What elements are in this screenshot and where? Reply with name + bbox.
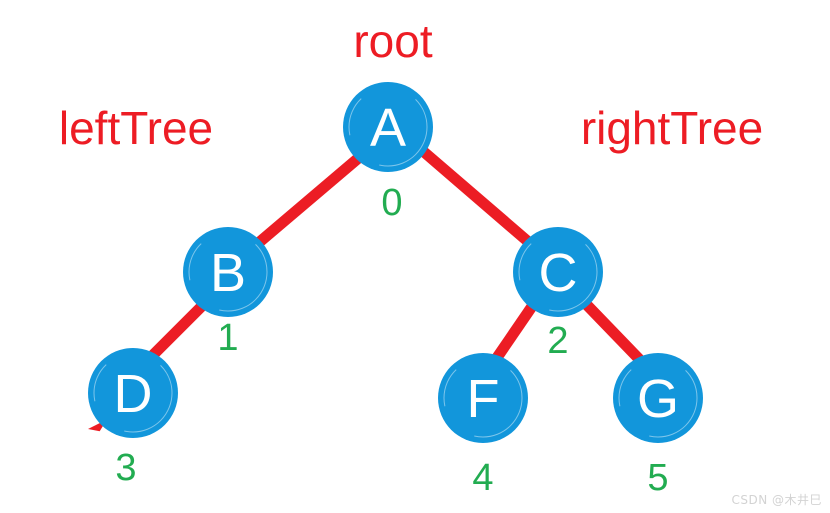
annotation-root: root <box>353 15 432 67</box>
tree-node-d[interactable]: D <box>88 348 178 438</box>
tree-edge-b-d <box>146 301 207 362</box>
node-circle-c <box>513 227 603 317</box>
node-index-f: 4 <box>472 457 493 499</box>
node-inner-ring-g <box>618 358 698 438</box>
node-label-d: D <box>114 364 153 424</box>
tree-node-index-group: 0 1 2 3 4 5 <box>115 182 668 499</box>
node-circle-f <box>438 353 528 443</box>
tree-node-a[interactable]: A <box>343 82 433 172</box>
tree-nodes-group: A B C D F G <box>88 82 703 443</box>
tree-node-g[interactable]: G <box>613 353 703 443</box>
tree-edge-c-f <box>489 301 538 366</box>
node-inner-ring-f <box>443 358 523 438</box>
annotation-righttree: rightTree <box>581 102 763 154</box>
node-label-g: G <box>637 369 679 429</box>
tree-edge-a-b <box>252 150 366 250</box>
node-index-g: 5 <box>647 457 668 499</box>
tree-annotations-group: root leftTree rightTree <box>59 15 763 154</box>
tree-edge-c-g <box>581 299 644 364</box>
tree-edge-a-c <box>420 147 536 250</box>
tree-edges-group <box>146 147 644 366</box>
annotation-lefttree: leftTree <box>59 102 213 154</box>
node-inner-ring-a <box>348 87 428 167</box>
node-label-b: B <box>210 243 246 303</box>
node-label-a: A <box>370 98 406 158</box>
tree-node-b[interactable]: B <box>183 227 273 317</box>
node-label-c: C <box>539 243 578 303</box>
node-label-f: F <box>467 369 500 429</box>
csdn-watermark: CSDN @木井巳 <box>731 493 822 507</box>
node-inner-ring-d <box>93 353 173 433</box>
node-circle-g <box>613 353 703 443</box>
node-inner-ring-c <box>518 232 598 312</box>
node-circle-d <box>88 348 178 438</box>
node-circle-b <box>183 227 273 317</box>
node-circle-a <box>343 82 433 172</box>
node-index-c: 2 <box>547 320 568 362</box>
tree-node-f[interactable]: F <box>438 353 528 443</box>
tree-node-c[interactable]: C <box>513 227 603 317</box>
node-inner-ring-b <box>188 232 268 312</box>
node-index-b: 1 <box>217 317 238 359</box>
node-index-d: 3 <box>115 447 136 489</box>
node-index-a: 0 <box>381 182 402 224</box>
